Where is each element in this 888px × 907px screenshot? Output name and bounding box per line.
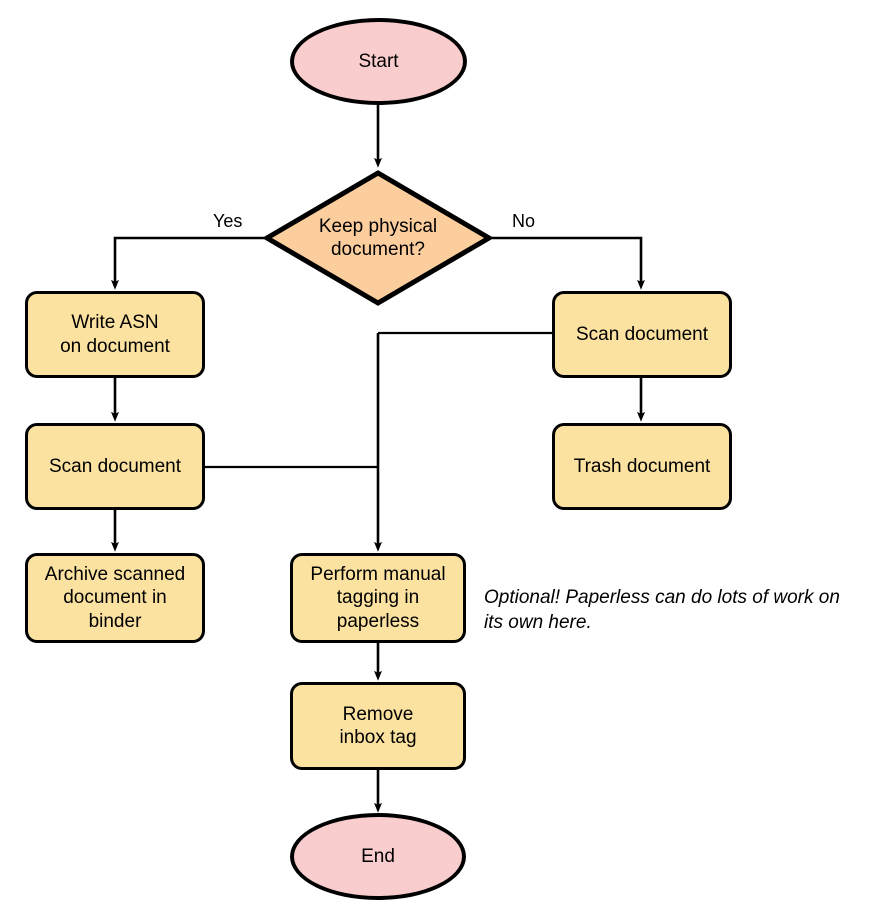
node-trash-document-label: Trash document (573, 455, 711, 477)
node-perform-manual-tagging[interactable]: Perform manual tagging in paperless (290, 553, 466, 643)
annotation-optional-note-line1: Optional! Paperless can do lots of work … (484, 587, 840, 608)
edge-decision-to-write-asn (111, 236, 264, 290)
node-remove-inbox-tag[interactable]: Remove inbox tag (290, 682, 466, 770)
node-scan-document-left[interactable]: Scan document (25, 423, 205, 510)
node-trash-document[interactable]: Trash document (552, 423, 732, 510)
node-archive-line2: document in (63, 587, 167, 609)
node-start[interactable]: Start (290, 18, 467, 105)
node-archive-scanned-document[interactable]: Archive scanned document in binder (25, 553, 205, 643)
node-remove-inbox-line1: Remove (342, 703, 414, 725)
edge-label-no: No (509, 211, 539, 232)
node-start-label: Start (358, 50, 399, 72)
node-archive-line1: Archive scanned (44, 564, 186, 586)
edge-label-yes: Yes (210, 211, 246, 232)
node-archive-line3: binder (88, 610, 142, 632)
node-scan-document-left-label: Scan document (48, 455, 182, 477)
node-end-label: End (361, 845, 395, 867)
node-tagging-line3: paperless (336, 610, 420, 632)
annotation-optional-note: Optional! Paperless can do lots of work … (484, 586, 884, 635)
node-scan-document-right[interactable]: Scan document (552, 291, 732, 378)
node-write-asn-line1: Write ASN (71, 312, 159, 334)
node-write-asn[interactable]: Write ASN on document (25, 291, 205, 378)
node-tagging-line2: tagging in (336, 587, 420, 609)
edge-decision-to-scan-right (492, 236, 645, 290)
node-write-asn-line2: on document (60, 335, 170, 357)
annotation-optional-note-line2: its own here. (484, 611, 592, 633)
node-scan-document-right-label: Scan document (575, 323, 709, 345)
node-decision[interactable]: Keep physical document? (264, 170, 492, 306)
node-end[interactable]: End (290, 813, 466, 900)
node-tagging-line1: Perform manual (310, 564, 446, 586)
node-remove-inbox-line2: inbox tag (339, 727, 417, 748)
diamond-shape-icon (264, 170, 492, 306)
